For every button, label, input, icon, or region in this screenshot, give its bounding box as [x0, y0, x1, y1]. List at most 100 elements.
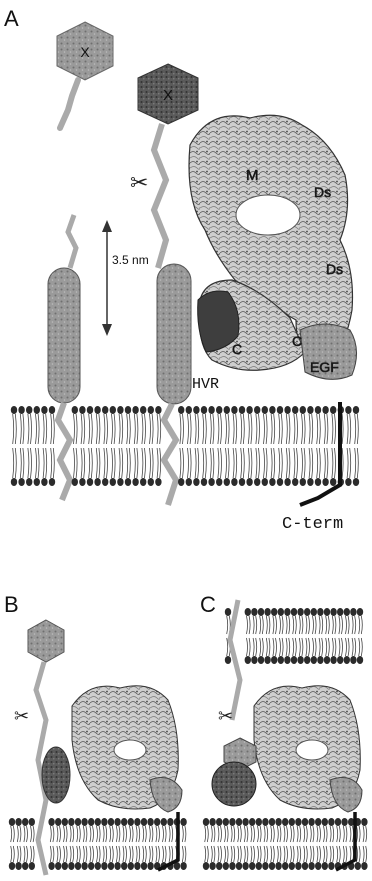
lipid-tail	[207, 826, 208, 842]
lipid-head	[134, 862, 140, 870]
lipid-head	[344, 656, 350, 664]
lipid-head	[147, 818, 153, 826]
lipid-tail	[134, 448, 135, 478]
lipid-tail	[289, 414, 290, 444]
lipid-head	[335, 818, 341, 826]
lipid-tail	[53, 414, 54, 444]
lipid-head	[249, 818, 255, 826]
lipid-tail	[256, 448, 257, 478]
lipid-head	[161, 818, 167, 826]
lipid-tail	[273, 846, 274, 862]
lipid-head	[81, 818, 87, 826]
lipid-tail	[20, 826, 21, 842]
lipid-head	[322, 406, 328, 414]
lipid-tail	[122, 414, 123, 444]
lipid-tail	[276, 638, 277, 656]
lipid-tail	[73, 846, 74, 862]
lipid-tail	[350, 846, 351, 862]
lipid-head	[102, 406, 108, 414]
panel-b-hexagon-domain	[28, 620, 64, 662]
lipid-tail	[227, 638, 228, 656]
lipid-tail	[110, 846, 111, 862]
lipid-head	[269, 818, 275, 826]
lipid-tail	[149, 826, 150, 842]
lipid-head	[41, 478, 47, 486]
lipid-tail	[99, 448, 100, 478]
lipid-tail	[306, 616, 307, 634]
lipid-tail	[182, 826, 183, 842]
lipid-head	[295, 862, 301, 870]
lipid-tail	[300, 846, 301, 862]
lipid-tail	[271, 414, 272, 444]
lipid-head	[79, 406, 85, 414]
lipid-tail	[221, 414, 222, 444]
lipid-tail	[143, 826, 144, 842]
lipid-tail	[267, 846, 268, 862]
lipid-tail	[57, 846, 58, 862]
lipid-head	[140, 478, 146, 486]
lipid-head	[350, 656, 356, 664]
domain-label-egf: EGF	[310, 359, 339, 375]
panel-b-letter: B	[4, 592, 19, 617]
lipid-tail	[286, 414, 287, 444]
lipid-tail	[339, 826, 340, 842]
lipid-head	[245, 608, 251, 616]
lipid-tail	[76, 448, 77, 478]
lipid-tail	[43, 414, 44, 444]
lipid-tail	[132, 826, 133, 842]
lipid-tail	[328, 616, 329, 634]
lipid-tail	[110, 826, 111, 842]
lipid-tail	[137, 448, 138, 478]
lipid-tail	[119, 448, 120, 478]
lipid-head	[278, 608, 284, 616]
lipid-head	[307, 406, 313, 414]
lipid-head	[72, 406, 78, 414]
lipid-head	[180, 862, 186, 870]
lipid-head	[148, 478, 154, 486]
lipid-tail	[169, 826, 170, 842]
lipid-tail	[84, 448, 85, 478]
lipid-tail	[247, 846, 248, 862]
lipid-tail	[31, 414, 32, 444]
lipid-tail	[312, 448, 313, 478]
lipid-head	[262, 818, 268, 826]
lipid-head	[291, 608, 297, 616]
lipid-head	[87, 406, 93, 414]
lipid-tail	[319, 448, 320, 478]
lipid-tail	[293, 616, 294, 634]
lipid-tail	[236, 448, 237, 478]
lipid-head	[134, 818, 140, 826]
lipid-head	[26, 478, 32, 486]
right-helix-rod	[154, 124, 191, 505]
lipid-tail	[99, 846, 100, 862]
lipid-tail	[361, 616, 362, 634]
lipid-head	[11, 478, 17, 486]
lipid-tail	[258, 826, 259, 842]
lipid-tail	[241, 448, 242, 478]
lipid-tail	[225, 826, 226, 842]
lipid-tail	[313, 846, 314, 862]
lipid-head	[209, 862, 215, 870]
lipid-tail	[269, 638, 270, 656]
lipid-head	[208, 478, 214, 486]
lipid-tail	[81, 448, 82, 478]
lipid-head	[277, 406, 283, 414]
lipid-tail	[253, 638, 254, 656]
lipid-tail	[107, 448, 108, 478]
lipid-head	[117, 478, 123, 486]
lipid-head	[101, 862, 107, 870]
lipid-tail	[286, 448, 287, 478]
lipid-head	[344, 608, 350, 616]
lipid-head	[154, 818, 160, 826]
lipid-tail	[13, 846, 14, 862]
lipid-head	[34, 406, 40, 414]
lipid-tail	[234, 846, 235, 862]
lipid-tail	[96, 448, 97, 478]
lipid-tail	[36, 448, 37, 478]
lipid-tail	[93, 846, 94, 862]
lipid-head	[337, 608, 343, 616]
lipid-tail	[282, 616, 283, 634]
lipid-tail	[266, 448, 267, 478]
lipid-tail	[243, 414, 244, 444]
lipid-tail	[274, 448, 275, 478]
